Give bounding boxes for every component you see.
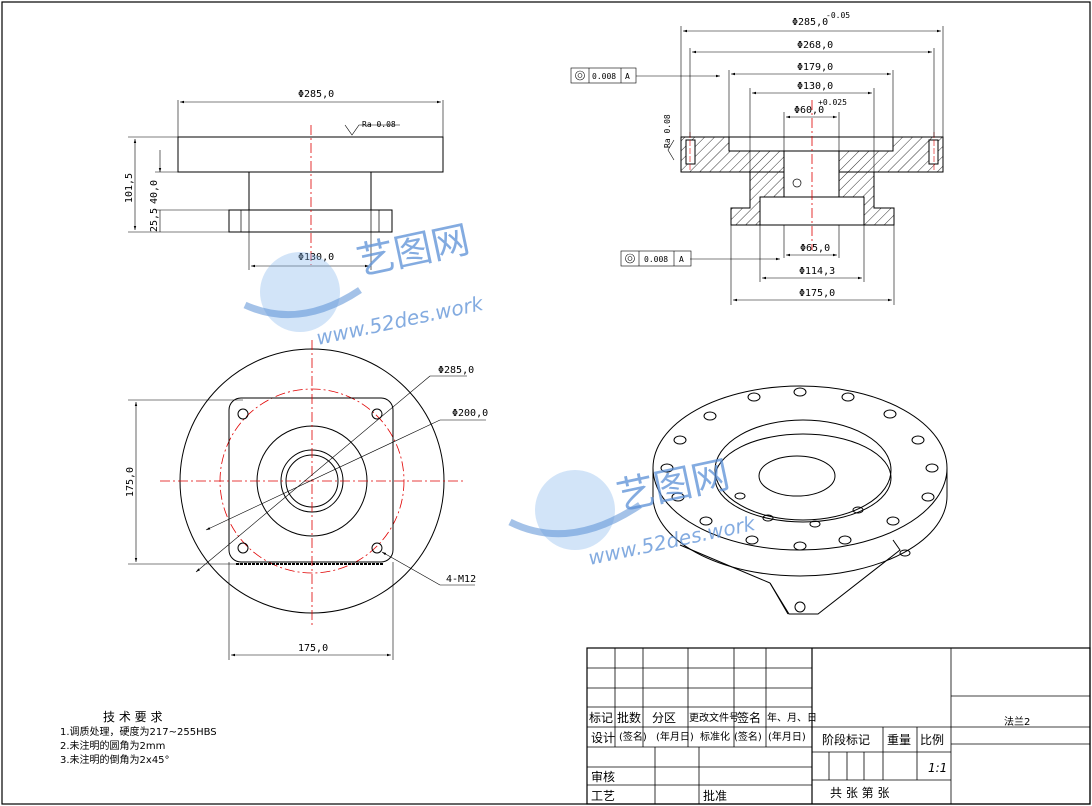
tb-standard-sign: (签名) [734,730,762,743]
sec-dim-d65: Φ65,0 [800,243,830,254]
sec-ra-label: Ra 0.08 [663,114,672,148]
tol-top-datum: A [625,72,630,81]
sec-dim-d60-tol: +0.025 [818,98,847,107]
tb-label-zone: 分区 [652,711,676,725]
tech-req-item-3: 3.未注明的倒角为2x45° [60,753,170,766]
plan-dimensions [128,375,486,660]
tb-label-mark: 标记 [589,711,613,725]
sec-dim-d268: Φ268,0 [797,40,833,51]
tb-label-doc: 更改文件号 [689,711,739,724]
front-view [128,100,444,270]
tb-part-name: 法兰2 [1004,715,1030,728]
watermark-2: 艺图网 www.52des.work [508,452,758,570]
sec-dim-d175: Φ175,0 [799,288,835,299]
tb-design: 设计 [591,731,615,745]
tb-design-sign: (签名) [619,730,647,743]
watermark-1: 艺图网 www.52des.work [243,217,486,350]
front-dim-h25: 25,5 [149,208,160,232]
sec-dim-d60: Φ60,0 [794,105,824,116]
section-view [680,100,944,250]
sec-dim-d179: Φ179,0 [797,62,833,73]
section-dimensions [570,26,944,305]
tb-process: 工艺 [591,789,615,803]
tb-label-count: 批数 [617,710,641,725]
tech-req-item-2: 2.未注明的圆角为2mm [60,739,165,752]
tb-label-date: 年、月、日 [767,711,817,724]
plan-dim-w175: 175,0 [298,643,328,654]
front-ra-label: Ra 0.08 [362,120,396,129]
tb-design-date: (年月日) [656,730,694,743]
front-dim-h40: 40,0 [149,180,160,204]
tb-review: 审核 [591,769,615,784]
plan-view [160,340,465,625]
tb-standard: 标准化 [700,730,730,743]
plan-dim-h175: 175,0 [125,467,136,497]
plan-dim-holes: 4-M12 [446,574,476,585]
tb-sheets: 共 张 第 张 [830,786,889,800]
title-block-grid [586,647,1091,805]
plan-dim-d285: Φ285,0 [438,365,474,376]
tol-bottom-value: 0.008 [644,255,668,264]
tb-label-sign: 签名 [737,710,761,725]
tb-stage: 阶段标记 [822,732,870,747]
plan-dim-d200: Φ200,0 [452,408,488,419]
tb-scale-label: 比例 [920,733,944,747]
sec-dim-d114: Φ114,3 [799,266,835,277]
tb-standard-date: (年月日) [768,730,806,743]
sec-dim-d285: Φ285,0 [792,17,828,28]
isometric-view [652,385,948,615]
front-dim-h101: 101,5 [124,173,135,203]
tb-weight: 重量 [887,733,911,747]
tech-req-title: 技 术 要 求 [103,710,162,724]
front-dim-d130: Φ130,0 [298,252,334,263]
front-dim-d285: Φ285,0 [298,89,334,100]
iso-bolt-holes [660,387,939,557]
tol-bottom-datum: A [679,255,684,264]
sec-dim-d130: Φ130,0 [797,81,833,92]
tb-approve: 批准 [703,788,727,803]
technical-requirements: 技 术 要 求 1.调质处理，硬度为217~255HBS 2.未注明的圆角为2m… [60,710,217,766]
sec-dim-d285-tol: -0.05 [826,11,850,20]
tb-scale: 1:1 [928,761,947,775]
tech-req-item-1: 1.调质处理，硬度为217~255HBS [60,725,217,738]
tol-top-value: 0.008 [592,72,616,81]
